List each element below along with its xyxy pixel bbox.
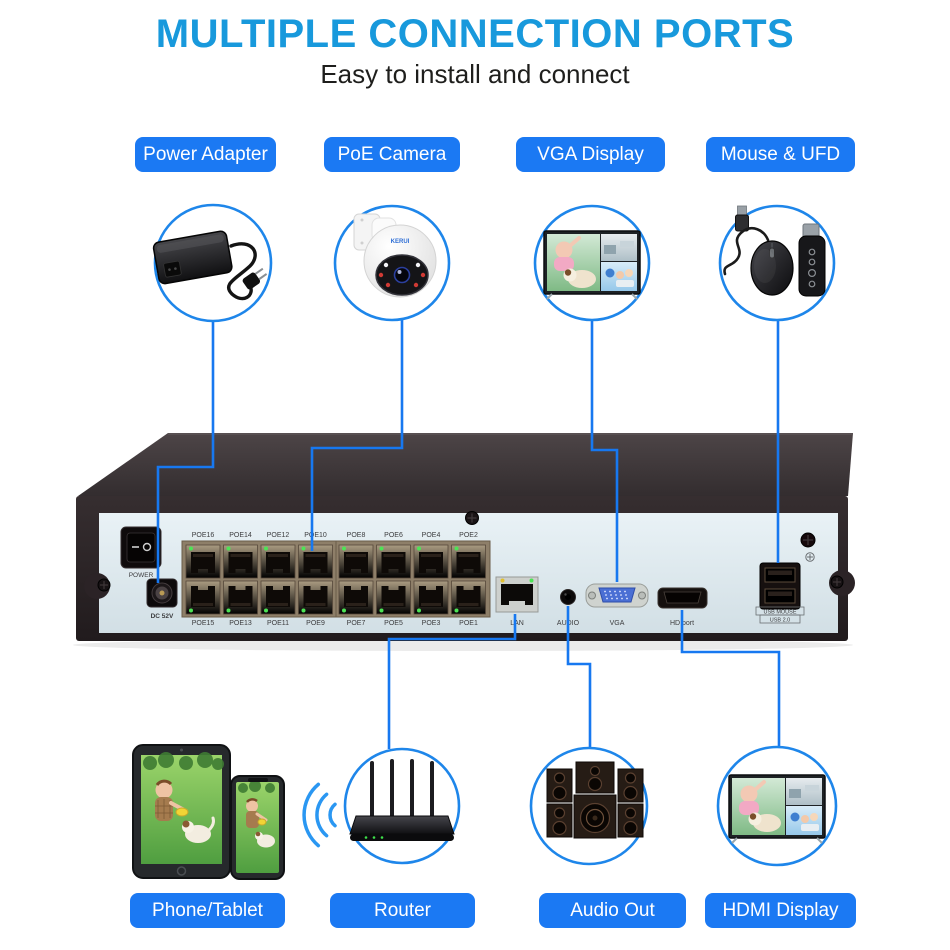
tablet-icon — [132, 744, 231, 879]
poe-port-label: POE6 — [384, 532, 403, 539]
poe-port-label: POE14 — [229, 532, 252, 539]
page-title: MULTIPLE CONNECTION PORTS — [155, 12, 795, 56]
hdmi-display-icon — [727, 773, 827, 845]
router-icon — [349, 759, 455, 841]
poe-port-label: POE4 — [422, 532, 441, 539]
poe-port-label: POE7 — [347, 620, 366, 627]
line-vga — [590, 320, 619, 582]
circle-router — [343, 747, 461, 865]
poe-port-label: POE16 — [192, 532, 215, 539]
label-phone-tablet: Phone/Tablet — [130, 893, 285, 928]
poe-port-label: POE10 — [304, 532, 327, 539]
device-shadow — [73, 639, 853, 651]
device-top-face — [78, 433, 853, 496]
label-audio-out: Audio Out — [539, 893, 686, 928]
usb-ports — [759, 562, 801, 610]
vga-label: VGA — [610, 620, 625, 627]
power-switch — [120, 526, 162, 569]
poe-port-label: POE12 — [267, 532, 290, 539]
hdmi-port — [657, 587, 708, 609]
usb-labels: USB MOUSE USB 2.0 — [755, 606, 805, 624]
label-vga-display: VGA Display — [516, 137, 665, 172]
lan-label: LAN — [510, 620, 524, 627]
vga-port — [585, 583, 649, 608]
wifi-icon — [302, 782, 337, 848]
vga-display-icon — [542, 229, 642, 301]
power-adapter-icon — [152, 230, 268, 301]
screw-icon — [830, 575, 844, 589]
label-hdmi-display: HDMI Display — [705, 893, 856, 928]
usb20-label: USB 2.0 — [770, 618, 790, 624]
camera-brand-text: KERUI — [391, 239, 410, 245]
phone-tablet-icon — [132, 744, 337, 880]
poe-port-label: POE13 — [229, 620, 252, 627]
poe-port-labels-bottom: POE15 POE13 POE11 POE9 POE7 POE5 POE3 PO… — [192, 620, 478, 627]
mouse-ufd-icon — [723, 205, 826, 297]
screw-icon — [97, 578, 111, 592]
label-poe-camera: PoE Camera — [324, 137, 460, 172]
label-mouse-ufd: Mouse & UFD — [706, 137, 855, 172]
audio-jack — [560, 589, 576, 605]
power-label: POWER — [129, 572, 154, 579]
screw-icon — [465, 511, 479, 525]
connector-lines — [156, 320, 781, 749]
dc-power-jack — [146, 578, 178, 608]
line-hdmi — [680, 610, 781, 747]
page-subtitle: Easy to install and connect — [320, 59, 630, 89]
line-power-adapter — [156, 321, 215, 583]
phone-icon — [230, 775, 285, 880]
poe-port-grid — [181, 540, 491, 618]
screw-icon — [800, 532, 816, 548]
nvr-device: POWER DC 52V — [73, 433, 855, 651]
poe-port-labels-top: POE16 POE14 POE12 POE10 POE8 POE6 POE4 P… — [192, 532, 478, 539]
mouse-icon — [750, 240, 794, 296]
poe-port-label: POE9 — [306, 620, 325, 627]
label-router: Router — [330, 893, 475, 928]
poe-port-label: POE1 — [459, 620, 478, 627]
camera-led-dots — [378, 262, 426, 288]
lan-port — [495, 576, 539, 613]
poe-port-label: POE3 — [422, 620, 441, 627]
dc-label: DC 52V — [151, 613, 174, 620]
usb-mouse-label: USB MOUSE — [763, 610, 796, 616]
poe-port-label: POE11 — [267, 620, 289, 627]
poe-port-label: POE2 — [459, 532, 478, 539]
poe-port-label: POE15 — [192, 620, 215, 627]
line-poe-camera — [310, 320, 404, 551]
line-audio — [566, 606, 592, 748]
label-power-adapter: Power Adapter — [135, 137, 276, 172]
poe-camera-icon: KERUI — [353, 213, 437, 298]
poe-port-label: POE5 — [384, 620, 403, 627]
audio-out-icon — [546, 761, 644, 839]
line-lan-router — [387, 614, 517, 749]
ground-symbol-icon — [805, 552, 815, 562]
usb-flash-drive-icon — [798, 223, 826, 297]
poe-port-label: POE8 — [347, 532, 366, 539]
usb-plug-icon — [735, 205, 749, 232]
